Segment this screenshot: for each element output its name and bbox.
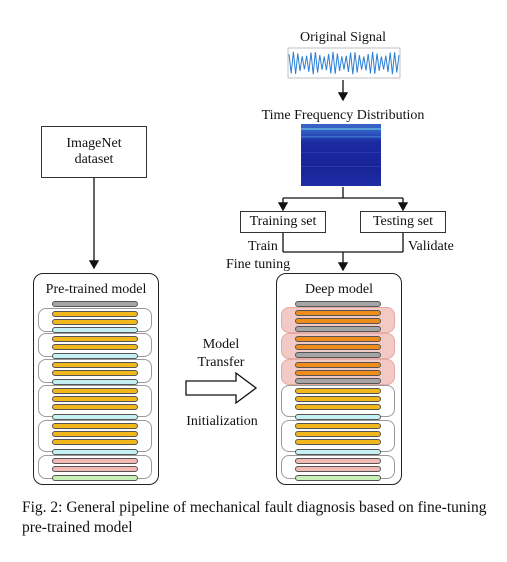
layer-bar	[52, 311, 138, 317]
layer-bar	[52, 466, 138, 472]
original-signal-label: Original Signal	[300, 30, 386, 45]
model-label: Model	[202, 337, 240, 352]
layer-bar	[52, 379, 138, 385]
layer-bar	[295, 449, 381, 455]
layer-bar	[295, 370, 381, 376]
layer-bar	[52, 458, 138, 464]
layer-bar	[295, 310, 381, 316]
figure-caption: Fig. 2: General pipeline of mechanical f…	[22, 499, 487, 536]
imagenet-dataset-box: ImageNet dataset	[41, 126, 147, 178]
layer-bar	[295, 388, 381, 394]
layer-bar	[52, 370, 138, 376]
layer-bar	[295, 326, 381, 332]
layer-bar	[295, 439, 381, 445]
layer-bar	[52, 344, 138, 350]
training-set-box: Training set	[240, 211, 326, 233]
imagenet-label-line2: dataset	[74, 152, 114, 167]
layer-bar	[52, 439, 138, 445]
testing-set-box: Testing set	[360, 211, 446, 233]
transfer-arrow	[185, 371, 258, 405]
layer-bar	[52, 362, 138, 368]
layer-bar	[295, 431, 381, 437]
layer-bar	[52, 475, 138, 481]
layer-bar	[52, 353, 138, 359]
layer-bar	[52, 404, 138, 410]
layer-bar	[295, 466, 381, 472]
layer-bar	[52, 336, 138, 342]
transfer-label: Transfer	[197, 355, 245, 370]
initialization-label: Initialization	[186, 414, 258, 429]
layer-bar	[295, 352, 381, 358]
layer-bar	[295, 301, 381, 307]
layer-bar	[295, 423, 381, 429]
train-label: Train	[248, 239, 278, 254]
layer-bar	[52, 396, 138, 402]
layer-bar	[295, 458, 381, 464]
layer-bar	[52, 414, 138, 420]
layer-bar	[295, 414, 381, 420]
deep-model-frame: Deep model	[276, 273, 402, 485]
pretrained-model-frame: Pre-trained model	[33, 273, 159, 485]
pretrained-model-title: Pre-trained model	[45, 282, 147, 297]
fine-tuning-label: Fine tuning	[226, 257, 291, 272]
layer-bar	[295, 362, 381, 368]
layer-bar	[52, 327, 138, 333]
layer-bar	[52, 388, 138, 394]
layer-bar	[52, 449, 138, 455]
layer-bar	[52, 431, 138, 437]
tfd-label: Time Frequency Distribution	[261, 108, 425, 123]
layer-bar	[52, 423, 138, 429]
deep-model-title: Deep model	[304, 282, 374, 297]
layer-bar	[295, 336, 381, 342]
layer-bar	[295, 318, 381, 324]
layer-bar	[295, 396, 381, 402]
layer-bar	[52, 319, 138, 325]
layer-bar	[295, 404, 381, 410]
layer-bar	[52, 301, 138, 307]
layer-bar	[295, 475, 381, 481]
validate-label: Validate	[408, 239, 454, 254]
layer-bar	[295, 344, 381, 350]
layer-bar	[295, 378, 381, 384]
imagenet-label-line1: ImageNet	[66, 136, 122, 151]
